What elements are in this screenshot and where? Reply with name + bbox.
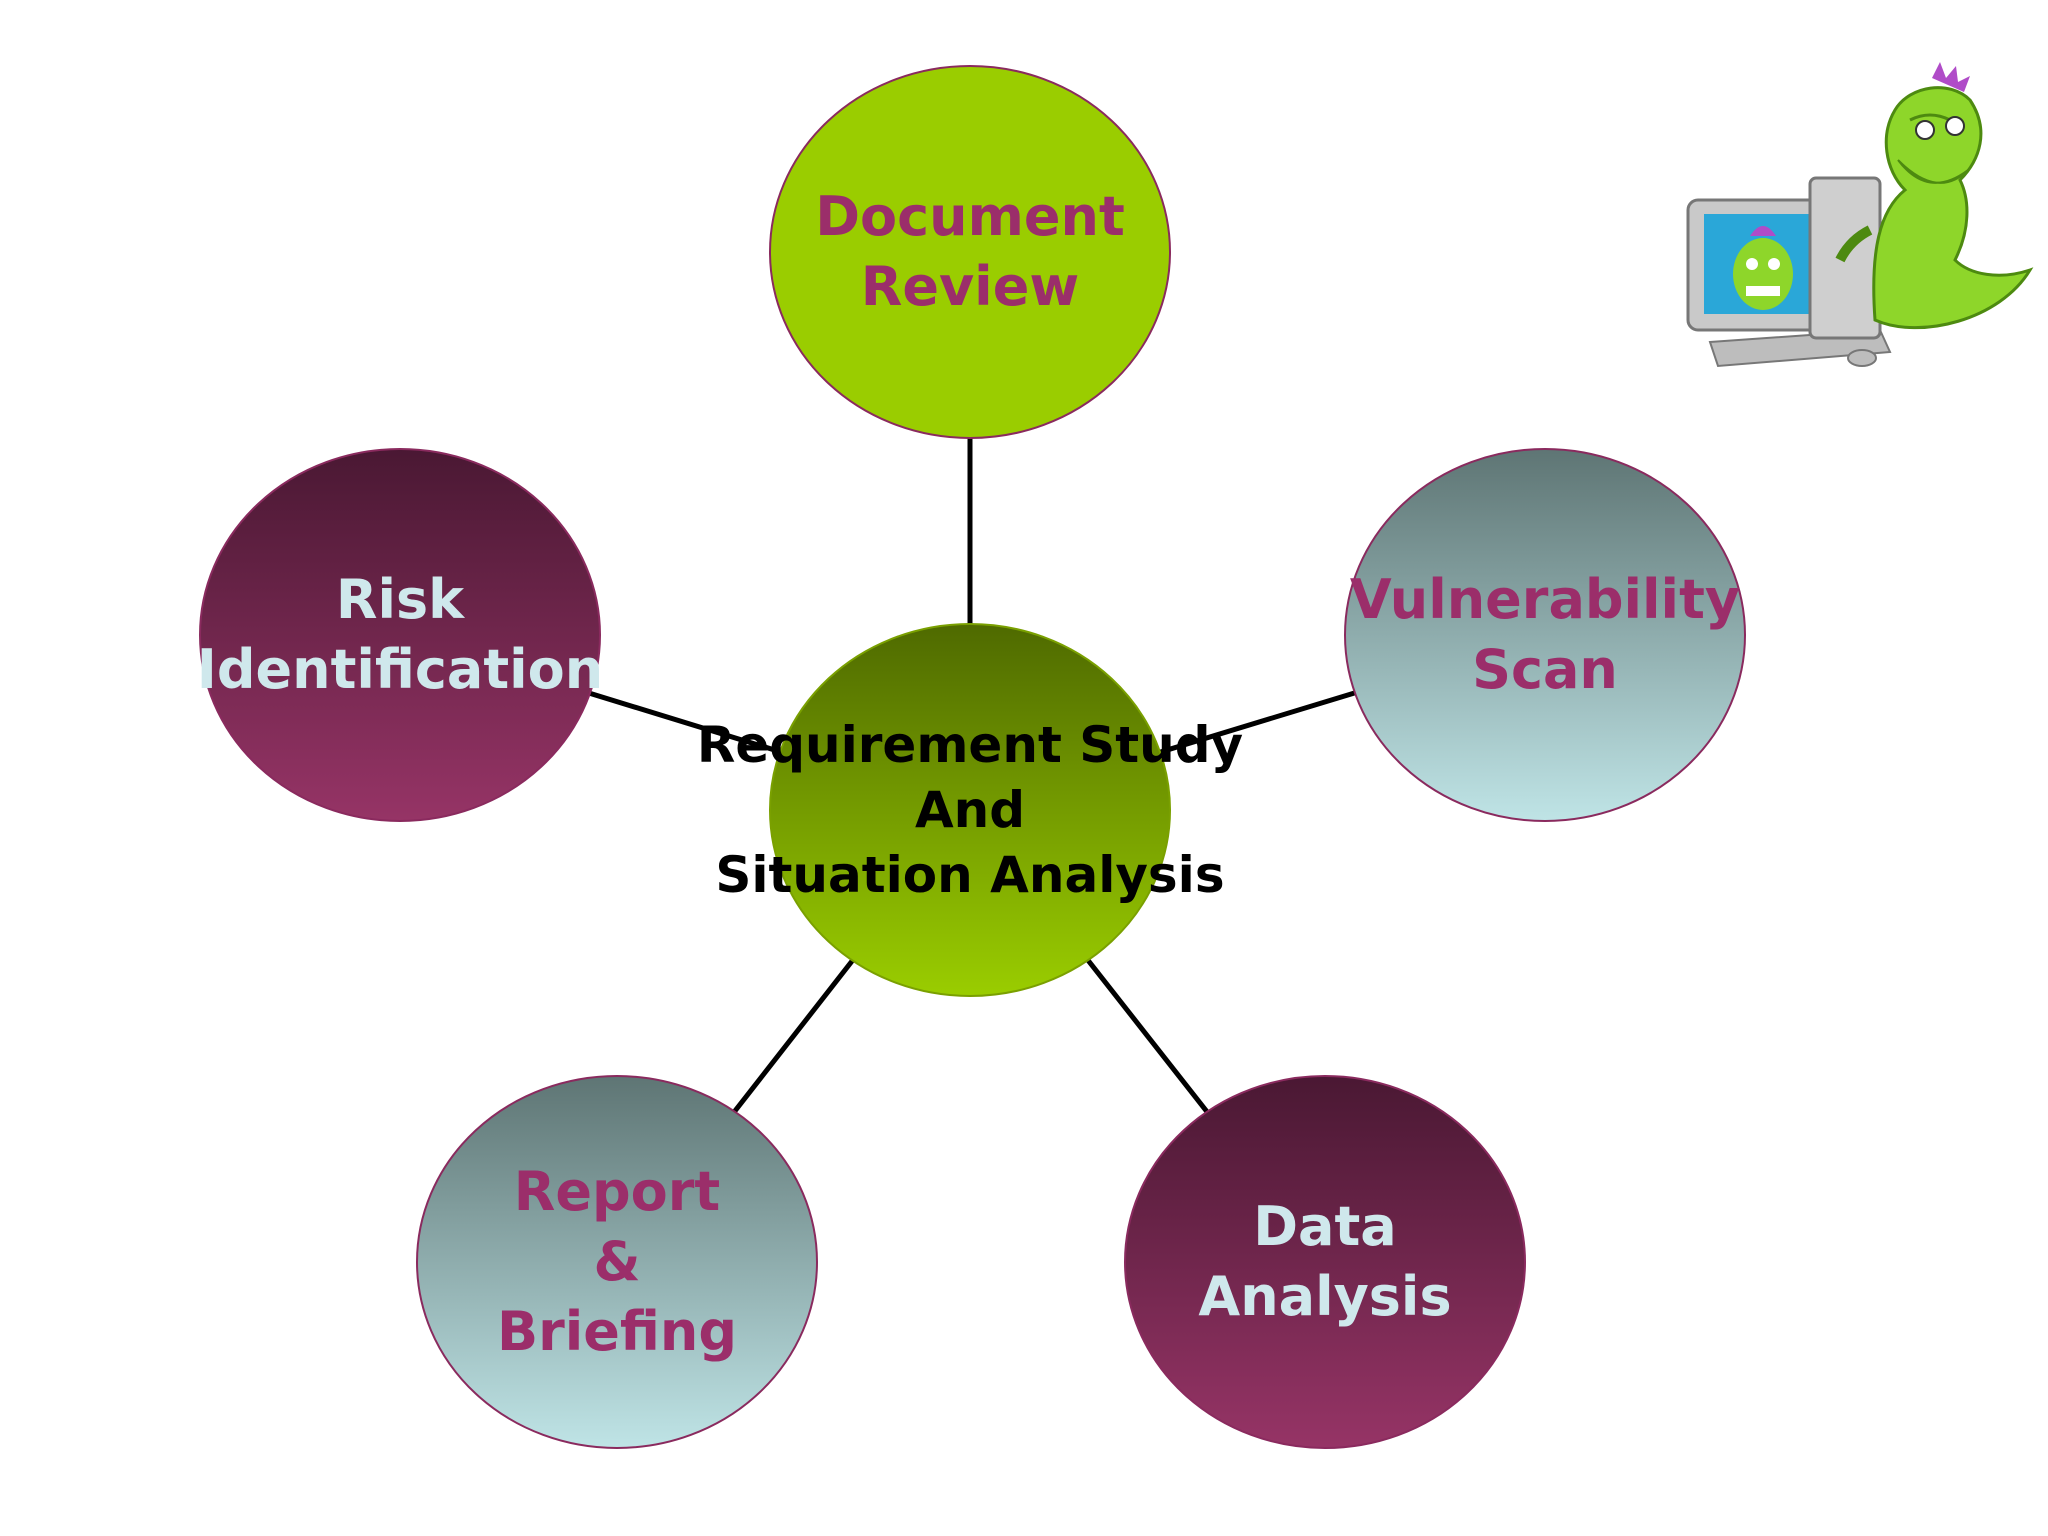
node-label-data-analysis: Data Analysis <box>1198 1194 1452 1328</box>
diagram-nodes <box>199 65 1746 1449</box>
node-document-review <box>769 65 1171 439</box>
node-data-analysis <box>1124 1075 1526 1449</box>
node-label-report-briefing: Report & Briefing <box>496 1159 738 1364</box>
dinosaur-body <box>1872 86 2034 330</box>
node-vulnerability-scan <box>1344 448 1746 822</box>
node-center <box>769 623 1171 997</box>
node-label-center: Requirement Study And Situation Analysis <box>696 715 1244 904</box>
node-risk-identification <box>199 448 601 822</box>
node-label-document-review: Document Review <box>815 184 1125 318</box>
dinosaur-computer-mascot-icon <box>1686 62 2034 368</box>
node-label-risk-identification: Risk Identification <box>196 567 604 701</box>
node-report-briefing <box>416 1075 818 1449</box>
node-label-vulnerability-scan: Vulnerability Scan <box>1349 567 1741 701</box>
